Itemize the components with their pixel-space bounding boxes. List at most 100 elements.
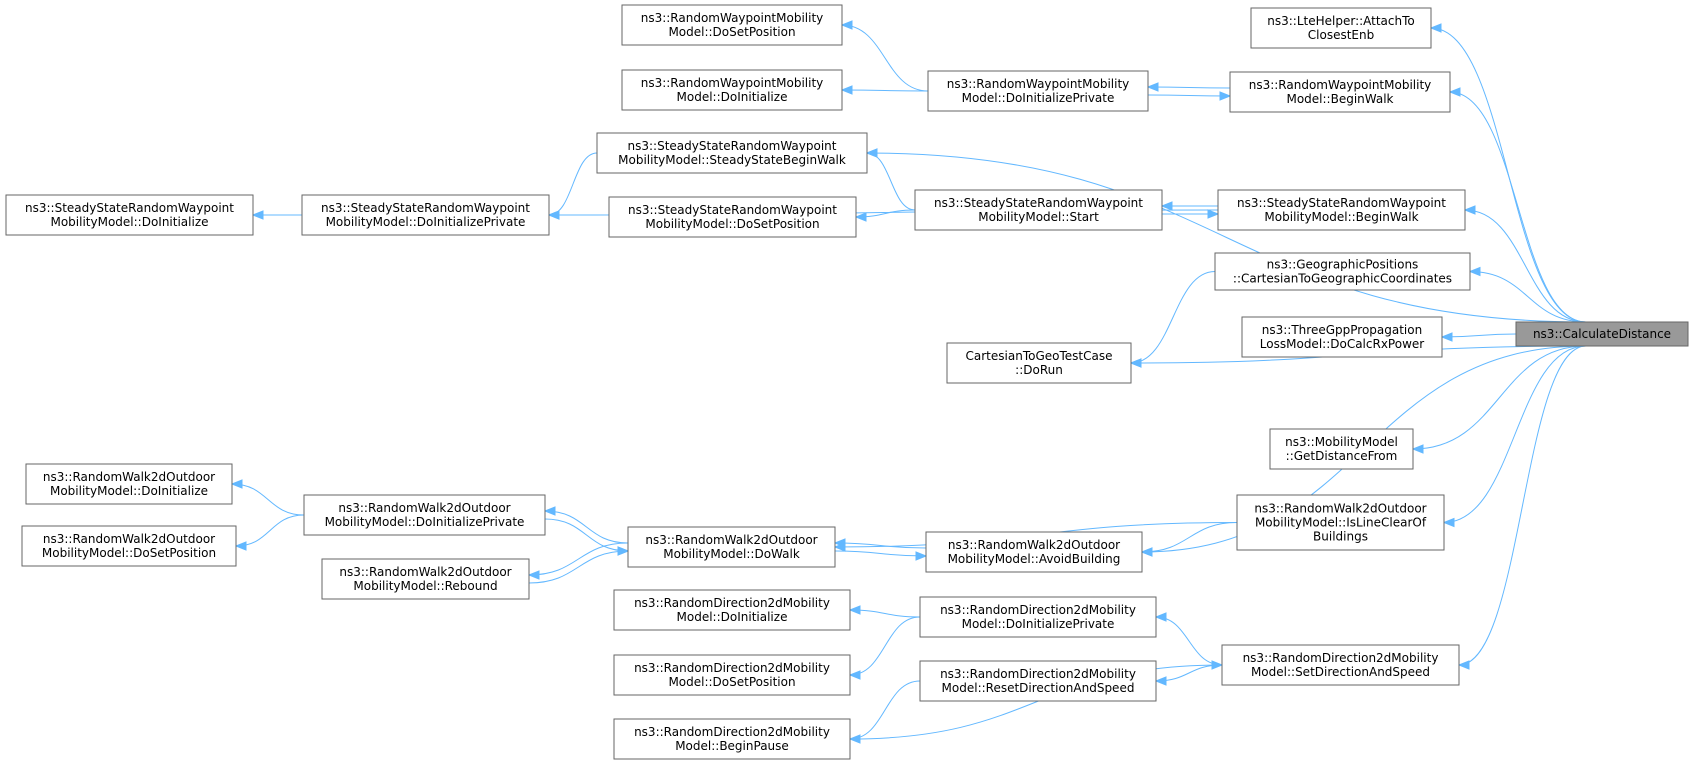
node-box-ssBW — [1217, 189, 1466, 231]
node-box-rwpDIP — [927, 70, 1149, 112]
node-label-ssDIP-0: ns3::SteadyStateRandomWaypoint — [321, 201, 530, 215]
node-label-rwILC-2: Buildings — [1313, 530, 1368, 544]
node-ssDIP[interactable]: ns3::SteadyStateRandomWaypointMobilityMo… — [301, 194, 550, 236]
node-label-rwDIP-1: MobilityModel::DoInitializePrivate — [325, 515, 525, 529]
edge-cgt-to-geo — [1130, 271, 1216, 364]
node-box-rwDW — [627, 526, 836, 568]
node-rwDIP[interactable]: ns3::RandomWalk2dOutdoorMobilityModel::D… — [303, 494, 546, 536]
edge-tgpp-to-calc — [1441, 333, 1517, 338]
node-ssDI[interactable]: ns3::SteadyStateRandomWaypointMobilityMo… — [5, 194, 254, 236]
node-box-rdBP — [613, 718, 851, 760]
node-rdDIP[interactable]: ns3::RandomDirection2dMobilityModel::DoI… — [919, 596, 1157, 638]
node-box-rwpSP — [621, 4, 843, 46]
node-rdSP[interactable]: ns3::RandomDirection2dMobilityModel::DoS… — [613, 654, 851, 696]
arrowhead-rwDIP-to-rwDW — [543, 506, 556, 516]
node-layer: ns3::CalculateDistance ns3::LteHelper::At… — [5, 4, 1689, 760]
node-rwDW[interactable]: ns3::RandomWalk2dOutdoorMobilityModel::D… — [627, 526, 836, 568]
edge-rwDW-to-rwDIP — [544, 518, 629, 552]
node-label-rdSP-1: Model::DoSetPosition — [668, 675, 795, 689]
node-ssSBW[interactable]: ns3::SteadyStateRandomWaypointMobilityMo… — [596, 132, 868, 174]
node-rwpDIP[interactable]: ns3::RandomWaypointMobilityModel::DoInit… — [927, 70, 1149, 112]
node-box-cgt — [946, 342, 1132, 384]
node-box-tgpp — [1241, 316, 1443, 358]
node-label-ssSt-0: ns3::SteadyStateRandomWaypoint — [934, 196, 1143, 210]
node-box-rwRB — [321, 558, 530, 600]
node-label-rwpBW-1: Model::BeginWalk — [1286, 92, 1393, 106]
node-label-rwDI-1: MobilityModel::DoInitialize — [50, 484, 208, 498]
arrowhead-ssSBW-to-ssSt — [865, 148, 878, 158]
arrowhead-rwpBW-to-calc — [1448, 87, 1461, 97]
node-label-cgt-0: CartesianToGeoTestCase — [966, 349, 1113, 363]
node-rwpDI[interactable]: ns3::RandomWaypointMobilityModel::DoInit… — [621, 69, 843, 111]
node-label-rwDI-0: ns3::RandomWalk2dOutdoor — [43, 470, 215, 484]
arrowhead-rwDI-to-rwDIP — [230, 479, 243, 489]
arrowhead-rwAB-to-rwDW — [915, 551, 928, 561]
node-label-rwILC-0: ns3::RandomWalk2dOutdoor — [1254, 502, 1426, 516]
node-rdRDS[interactable]: ns3::RandomDirection2dMobilityModel::Res… — [919, 660, 1157, 702]
node-rdSDS[interactable]: ns3::RandomDirection2dMobilityModel::Set… — [1221, 644, 1460, 686]
node-label-calc-0: ns3::CalculateDistance — [1533, 327, 1671, 341]
edge-ssSBW-to-calc — [866, 152, 1587, 323]
node-label-rdDI-0: ns3::RandomDirection2dMobility — [634, 596, 830, 610]
node-rwpSP[interactable]: ns3::RandomWaypointMobilityModel::DoSetP… — [621, 4, 843, 46]
node-box-rdDIP — [919, 596, 1157, 638]
node-box-rwDIP — [303, 494, 546, 536]
node-rwRB[interactable]: ns3::RandomWalk2dOutdoorMobilityModel::R… — [321, 558, 530, 600]
node-ssSt[interactable]: ns3::SteadyStateRandomWaypointMobilityMo… — [914, 189, 1163, 231]
node-rwAB[interactable]: ns3::RandomWalk2dOutdoorMobilityModel::A… — [925, 531, 1143, 573]
edge-rwDI-to-rwDIP — [231, 483, 305, 516]
node-label-ssBW-1: MobilityModel::BeginWalk — [1264, 210, 1418, 224]
node-label-ssDI-1: MobilityModel::DoInitialize — [50, 215, 208, 229]
node-rwILC[interactable]: ns3::RandomWalk2dOutdoorMobilityModel::I… — [1236, 494, 1445, 551]
node-box-mmGDF — [1269, 428, 1414, 470]
arrowhead-rdDI-to-rdDIP — [848, 605, 861, 615]
edge-rdBP-to-rdRDS — [849, 680, 921, 740]
node-label-ssDI-0: ns3::SteadyStateRandomWaypoint — [25, 201, 234, 215]
node-label-ssSBW-0: ns3::SteadyStateRandomWaypoint — [628, 139, 837, 153]
edge-rdDIP-to-rdSDS — [1155, 616, 1223, 666]
node-rdBP[interactable]: ns3::RandomDirection2dMobilityModel::Beg… — [613, 718, 851, 760]
node-label-ssBW-0: ns3::SteadyStateRandomWaypoint — [1237, 196, 1446, 210]
arrowhead-rwRB-to-rwDW — [527, 570, 540, 580]
node-rwSP[interactable]: ns3::RandomWalk2dOutdoorMobilityModel::D… — [21, 525, 237, 567]
arrowhead-cgt-to-geo — [1129, 358, 1142, 368]
node-label-rwpBW-0: ns3::RandomWaypointMobility — [1249, 78, 1432, 92]
node-label-rwILC-1: MobilityModel::IsLineClearOf — [1255, 516, 1427, 530]
node-label-mmGDF-1: ::GetDistanceFrom — [1286, 449, 1398, 463]
arrowhead-rdSDS-to-rdBP — [1211, 660, 1224, 670]
node-label-rwpDI-0: ns3::RandomWaypointMobility — [641, 76, 824, 90]
node-rwpBW[interactable]: ns3::RandomWaypointMobilityModel::BeginW… — [1229, 71, 1451, 113]
node-mmGDF[interactable]: ns3::MobilityModel::GetDistanceFrom — [1269, 428, 1414, 470]
node-rwDI[interactable]: ns3::RandomWalk2dOutdoorMobilityModel::D… — [25, 463, 233, 505]
node-label-rwpSP-0: ns3::RandomWaypointMobility — [641, 11, 824, 25]
node-label-lte-1: ClosestEnb — [1308, 28, 1374, 42]
edge-rwpSP-to-rwpDIP — [841, 24, 929, 92]
node-label-ssSP-0: ns3::SteadyStateRandomWaypoint — [628, 203, 837, 217]
node-ssSP[interactable]: ns3::SteadyStateRandomWaypointMobilityMo… — [608, 196, 857, 238]
arrowhead-rwpDI-to-rwpDIP — [840, 85, 853, 95]
edge-rwpDIP-to-rwpBW — [1147, 86, 1231, 89]
node-geo[interactable]: ns3::GeographicPositions::CartesianToGeo… — [1214, 252, 1471, 291]
node-rdDI[interactable]: ns3::RandomDirection2dMobilityModel::DoI… — [613, 589, 851, 631]
arrowhead-geo-to-calc — [1468, 266, 1481, 277]
arrowhead-rwDW-to-rwRB — [617, 546, 630, 556]
arrowhead-rwAB-to-rwILC — [1140, 547, 1153, 557]
node-ssBW[interactable]: ns3::SteadyStateRandomWaypointMobilityMo… — [1217, 189, 1466, 231]
node-label-rwpDIP-0: ns3::RandomWaypointMobility — [947, 77, 1130, 91]
edge-ssSBW-to-ssSt — [866, 152, 916, 211]
node-calc[interactable]: ns3::CalculateDistance — [1515, 321, 1689, 347]
node-cgt[interactable]: CartesianToGeoTestCase::DoRun — [946, 342, 1132, 384]
node-label-mmGDF-0: ns3::MobilityModel — [1285, 435, 1398, 449]
node-tgpp[interactable]: ns3::ThreeGppPropagationLossModel::DoCal… — [1241, 316, 1443, 358]
node-box-rwSP — [21, 525, 237, 567]
node-label-rdRDS-1: Model::ResetDirectionAndSpeed — [942, 681, 1135, 695]
node-label-rwpSP-1: Model::DoSetPosition — [668, 25, 795, 39]
arrowhead-rwILC-to-calc — [1442, 517, 1455, 528]
arrowhead-tgpp-to-calc — [1440, 332, 1453, 342]
edge-ssBW-to-calc — [1464, 209, 1587, 323]
node-box-rdSP — [613, 654, 851, 696]
node-label-cgt-1: ::DoRun — [1015, 363, 1063, 377]
node-box-ssDI — [5, 194, 254, 236]
node-label-rwRB-1: MobilityModel::Rebound — [353, 579, 497, 593]
